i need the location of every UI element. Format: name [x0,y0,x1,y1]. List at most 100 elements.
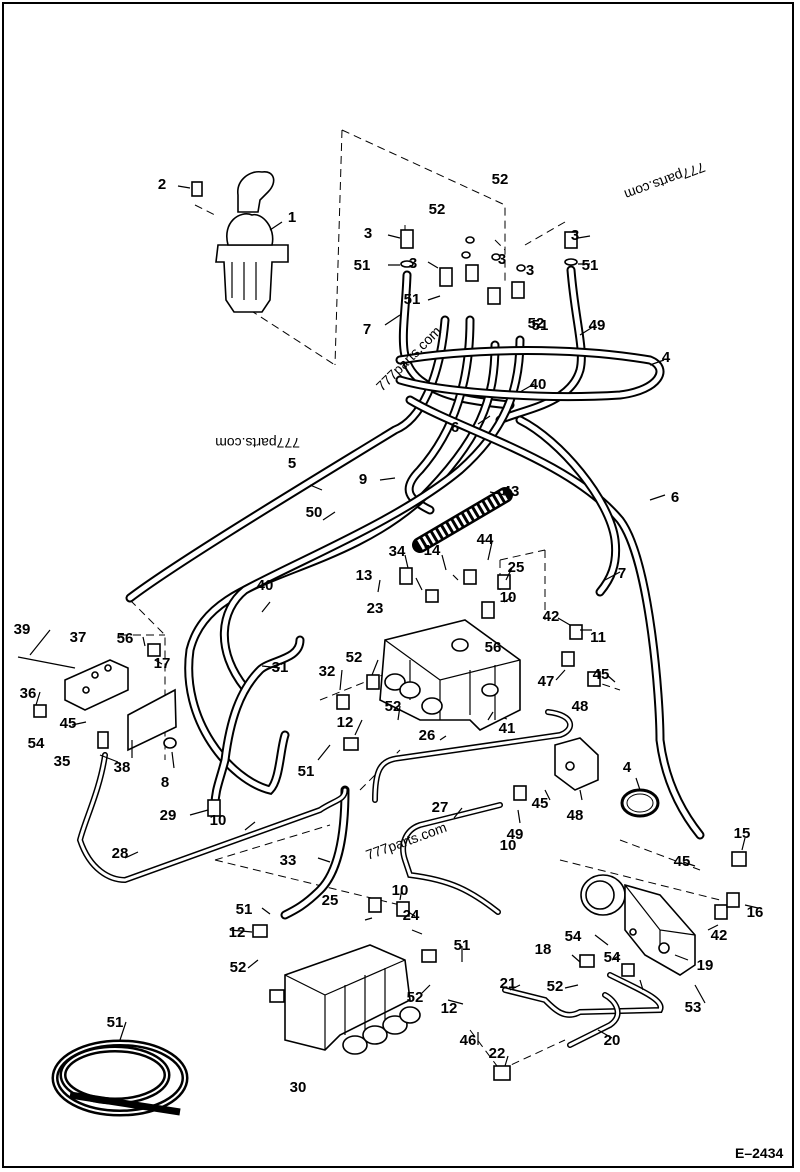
callout-31: 31 [272,659,289,676]
callout-12: 12 [441,1000,458,1017]
callout-43: 43 [503,483,520,500]
callout-28: 28 [112,845,129,862]
protective-sleeve [412,487,513,553]
callout-21: 21 [500,975,517,992]
callout-52: 52 [492,171,509,188]
callout-52: 52 [547,978,564,995]
callout-17: 17 [154,655,171,672]
callout-36: 36 [20,685,37,702]
callout-37: 37 [70,629,87,646]
callout-52: 52 [407,989,424,1006]
callout-41: 41 [499,720,516,737]
callout-51: 51 [404,291,421,308]
callout-2: 2 [158,176,166,193]
callout-48: 48 [567,807,584,824]
callout-7: 7 [363,321,371,338]
callout-35: 35 [54,753,71,770]
callout-45: 45 [674,853,691,870]
callout-46: 46 [460,1032,477,1049]
lower-control-valve [269,944,421,1055]
callout-12: 12 [229,924,246,941]
callout-52: 52 [429,201,446,218]
callout-49: 49 [589,317,606,334]
callout-18: 18 [535,941,552,958]
callout-1: 1 [288,209,296,226]
callout-4: 4 [662,349,671,366]
callout-26: 26 [419,727,436,744]
watermark-middle-left: 777parts.com [215,435,300,451]
callout-51: 51 [298,763,315,780]
callout-54: 54 [565,928,582,945]
callout-51: 51 [532,317,549,334]
callout-12: 12 [337,714,354,731]
callout-51: 51 [107,1014,124,1031]
callout-13: 13 [356,567,373,584]
hoses [125,265,705,920]
callout-30: 30 [290,1079,307,1096]
callout-44: 44 [477,531,494,548]
misc-fittings [207,567,747,1081]
callout-10: 10 [500,589,517,606]
watermark-top-right: 777parts.com [622,159,707,203]
callout-45: 45 [60,715,77,732]
pilot-valve [554,737,599,791]
control-handle [191,170,289,313]
callout-54: 54 [28,735,45,752]
callout-45: 45 [593,666,610,683]
callout-54: 54 [604,949,621,966]
callout-50: 50 [306,504,323,521]
callout-16: 16 [747,904,764,921]
callout-40: 40 [257,577,274,594]
hose-coil [51,1039,189,1117]
callout-10: 10 [500,837,517,854]
callout-25: 25 [322,892,339,909]
callout-5: 5 [288,455,296,472]
callout-20: 20 [604,1032,621,1049]
valve-block [17,643,177,752]
callout-24: 24 [403,907,420,924]
callout-14: 14 [424,542,441,559]
callout-49: 49 [507,826,524,843]
callout-25: 25 [508,559,525,576]
callout-9: 9 [359,471,367,488]
steel-tubes [76,709,664,1048]
callout-34: 34 [389,543,406,560]
callout-52: 52 [385,698,402,715]
callout-23: 23 [367,600,384,617]
callout-53: 53 [685,999,702,1016]
watermarks: 777parts.com 777parts.com 777parts.com 7… [215,159,707,863]
drawing-code: E–2434 [735,1145,783,1161]
callout-47: 47 [538,673,555,690]
callout-27: 27 [432,799,449,816]
callout-10: 10 [210,812,227,829]
callout-4: 4 [623,759,632,776]
callout-51: 51 [454,937,471,954]
upper-control-valve [379,619,521,731]
callout-48: 48 [572,698,589,715]
callout-42: 42 [711,927,728,944]
hose-clamp [620,788,660,818]
callout-56: 56 [485,639,502,656]
upper-fittings [400,229,578,305]
drive-motor [580,874,696,976]
callout-32: 32 [319,663,336,680]
callout-38: 38 [114,759,131,776]
callout-11: 11 [590,629,606,646]
callout-52: 52 [346,649,363,666]
callout-39: 39 [14,621,31,638]
callout-10: 10 [392,882,409,899]
callout-3: 3 [498,251,506,268]
callout-29: 29 [160,807,177,824]
callout-52: 52 [230,959,247,976]
callout-7: 7 [618,565,626,582]
callout-3: 3 [571,227,579,244]
callout-22: 22 [489,1045,506,1062]
callout-51: 51 [582,257,599,274]
callout-3: 3 [364,225,372,242]
callout-6: 6 [671,489,679,506]
callout-51: 51 [236,901,253,918]
